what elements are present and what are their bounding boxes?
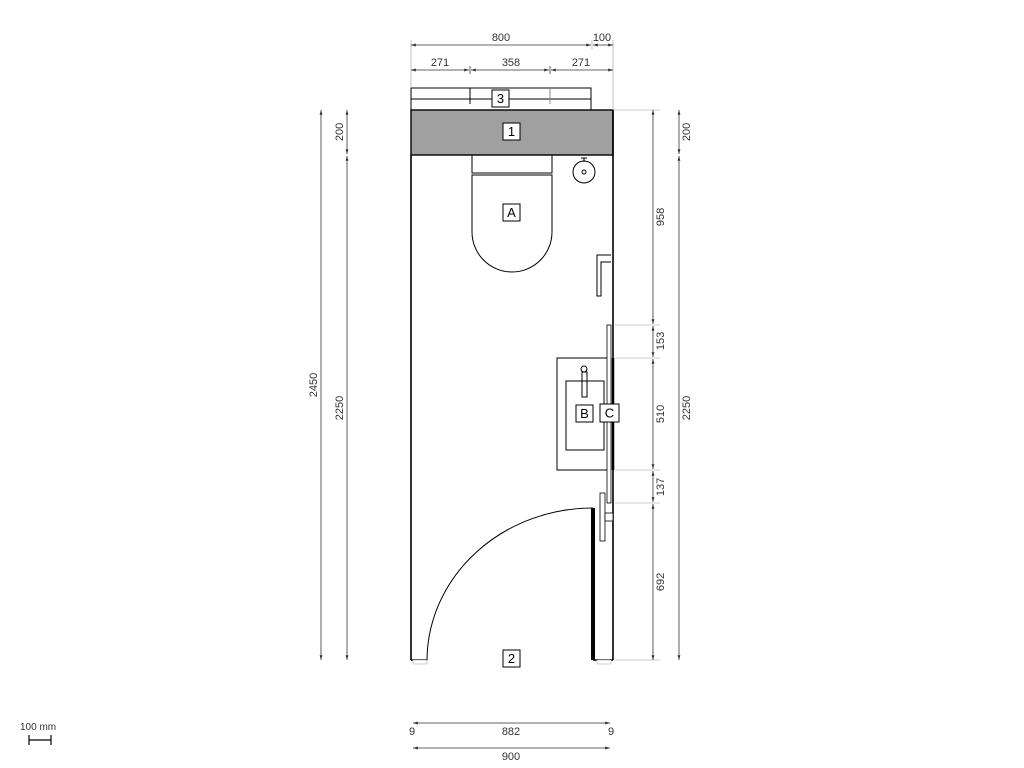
scale-bar-label: 100 mm <box>20 722 56 733</box>
svg-text:B: B <box>580 406 589 421</box>
svg-text:2: 2 <box>508 651 515 666</box>
dim-top-right-seg: 271 <box>572 57 590 69</box>
room-walls <box>410 110 614 665</box>
tag-sink: B <box>575 404 594 423</box>
toilet <box>471 154 553 273</box>
dim-bottom-left-jamb: 9 <box>409 726 415 738</box>
scale-bar: 100 mm <box>20 722 56 745</box>
dim-left-bottom: 2250 <box>334 396 346 420</box>
dim-bottom-right-jamb: 9 <box>608 726 614 738</box>
dim-right-510: 510 <box>655 405 667 423</box>
svg-text:A: A <box>507 205 516 220</box>
svg-text:C: C <box>605 406 614 421</box>
dim-right-153: 153 <box>655 332 667 350</box>
door-handle <box>599 492 614 542</box>
dimensions: 800 100 271 358 271 2450 200 2250 958 15… <box>308 32 693 763</box>
sink <box>556 357 610 471</box>
dim-left-top: 200 <box>334 123 346 141</box>
dim-right-outer-bottom: 2250 <box>681 396 693 420</box>
dim-top-overall: 800 <box>492 32 510 44</box>
door-swing-arc <box>426 507 594 661</box>
tag-shelf: 3 <box>491 89 510 108</box>
dim-bottom-inner: 882 <box>502 726 520 738</box>
towel-rail <box>596 254 611 297</box>
dim-top-left-seg: 271 <box>431 57 449 69</box>
dim-right-137: 137 <box>655 478 667 496</box>
svg-text:3: 3 <box>497 91 504 106</box>
dim-bottom-overall: 900 <box>502 751 520 763</box>
dim-right-958: 958 <box>655 208 667 226</box>
tag-toilet: A <box>502 203 521 222</box>
tag-countertop: 1 <box>502 122 521 141</box>
toilet-roll-holder <box>572 157 596 184</box>
dim-right-outer-top: 200 <box>681 123 693 141</box>
dim-right-692: 692 <box>655 573 667 591</box>
dim-left-overall: 2450 <box>308 373 320 397</box>
tag-mirror: C <box>599 403 620 423</box>
dim-top-right: 100 <box>593 32 611 44</box>
tag-door: 2 <box>502 649 521 668</box>
svg-text:1: 1 <box>508 124 515 139</box>
dim-top-mid-seg: 358 <box>502 57 520 69</box>
